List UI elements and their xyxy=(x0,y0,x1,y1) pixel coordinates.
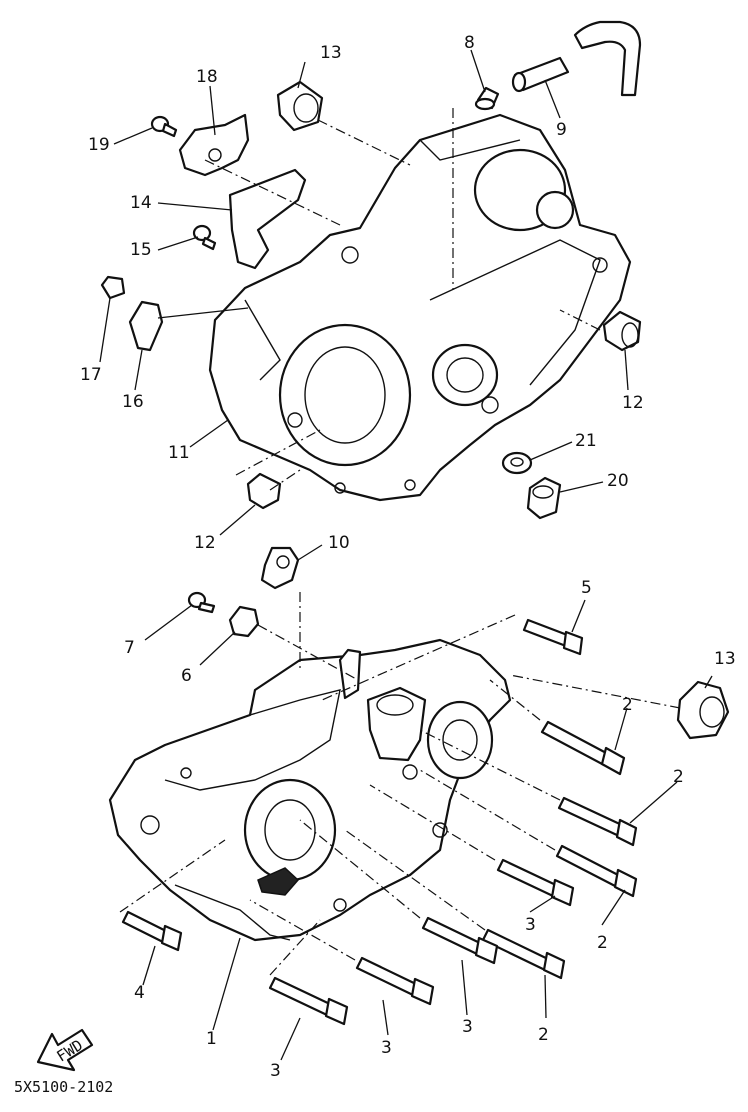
callout-16: 16 xyxy=(122,392,144,412)
callout-14: 14 xyxy=(130,193,152,213)
dowel-pin-12-lower xyxy=(246,472,282,510)
callout-21: 21 xyxy=(575,431,597,451)
callout-8: 8 xyxy=(464,33,475,53)
callout-12-lower: 12 xyxy=(194,533,216,553)
callout-3-c: 3 xyxy=(381,1038,392,1058)
bolt-part-2-a xyxy=(540,720,626,776)
callout-18: 18 xyxy=(196,67,218,87)
callout-9: 9 xyxy=(556,120,567,140)
callout-2-a: 2 xyxy=(622,695,633,715)
bolt-part-2-d xyxy=(481,928,566,980)
bolt-part-3-b xyxy=(421,916,499,965)
drawing-code: 5X5100-2102 xyxy=(14,1078,113,1096)
callout-13-lower: 13 xyxy=(714,649,736,669)
hose-part-9 xyxy=(511,56,570,93)
collar-part-13-lower xyxy=(676,680,730,740)
callout-2-c: 2 xyxy=(597,933,608,953)
leader-lines-upper xyxy=(99,49,629,536)
forward-direction-arrow: FWD xyxy=(36,1028,94,1072)
plug-part-17 xyxy=(100,275,126,300)
dowel-pin-12-right xyxy=(602,310,642,352)
callout-4: 4 xyxy=(134,983,145,1003)
drain-bolt-part-20 xyxy=(526,476,562,520)
bolt-part-2-c xyxy=(555,844,638,898)
callout-12-right: 12 xyxy=(622,393,644,413)
breather-hose xyxy=(573,20,642,97)
plate-part-14 xyxy=(228,168,307,270)
callout-15: 15 xyxy=(130,240,152,260)
screw-part-15 xyxy=(192,224,217,251)
callout-2-d: 2 xyxy=(538,1025,549,1045)
callout-3-d: 3 xyxy=(270,1061,281,1081)
callout-3-b: 3 xyxy=(462,1017,473,1037)
bolt-part-4 xyxy=(121,910,183,952)
leader-lines-lower xyxy=(142,544,713,1061)
nipple-part-8 xyxy=(474,86,500,111)
callout-2-b: 2 xyxy=(673,767,684,787)
callout-numbers: 13 8 9 18 19 14 15 17 16 11 12 21 20 12 … xyxy=(80,33,736,1081)
callout-1: 1 xyxy=(206,1029,217,1049)
clamp-part-16 xyxy=(128,300,164,352)
bracket-part-10 xyxy=(260,546,300,590)
alignment-dashes-lower xyxy=(119,592,681,976)
clamp-part-6 xyxy=(228,605,260,638)
alignment-dashes-upper xyxy=(204,108,601,491)
callout-19: 19 xyxy=(88,135,110,155)
bracket-part-18 xyxy=(178,113,250,177)
callout-5: 5 xyxy=(581,578,592,598)
callout-3-a: 3 xyxy=(525,915,536,935)
callout-10: 10 xyxy=(328,533,350,553)
crankcase-left-half xyxy=(208,113,632,502)
callout-20: 20 xyxy=(607,471,629,491)
bolt-part-3-d xyxy=(268,976,349,1026)
callout-6: 6 xyxy=(181,666,192,686)
crankcase-right-half xyxy=(108,638,512,942)
bolt-part-5 xyxy=(522,618,584,656)
callout-17: 17 xyxy=(80,365,102,385)
bolt-part-2-b xyxy=(557,796,638,847)
callout-7: 7 xyxy=(124,638,135,658)
washer-part-21 xyxy=(501,451,533,475)
bolts xyxy=(121,618,638,1026)
screw-part-19 xyxy=(150,115,178,138)
bolt-part-3-c xyxy=(355,956,435,1006)
callout-13-upper: 13 xyxy=(320,43,342,63)
collar-part-13-upper xyxy=(276,80,324,132)
screw-part-7 xyxy=(187,591,216,614)
callout-11: 11 xyxy=(168,443,190,463)
bolt-part-3-a xyxy=(496,858,575,907)
